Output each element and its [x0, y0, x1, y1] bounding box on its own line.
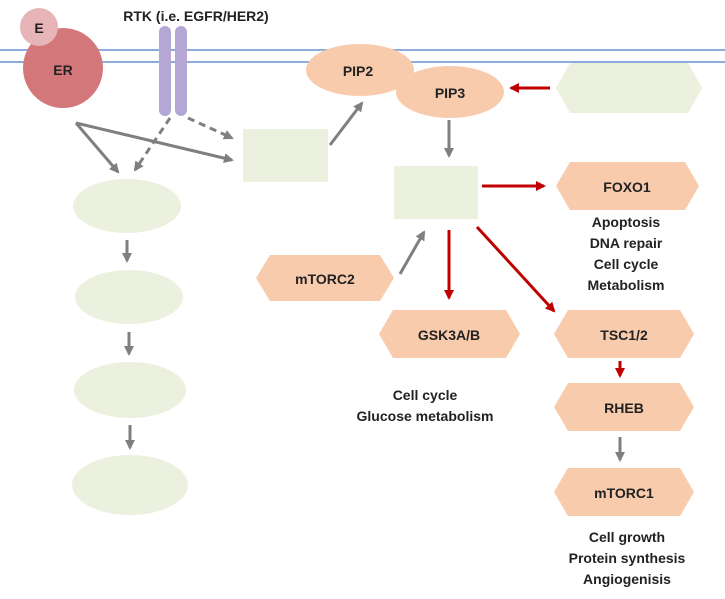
left-ellipse-2	[75, 270, 183, 324]
mtorc1-caption-1: Cell growth	[589, 529, 665, 545]
mtorc1-caption-3: Angiogenisis	[583, 571, 671, 587]
inhibition-arrows	[444, 83, 625, 378]
rtk-label: RTK (i.e. EGFR/HER2)	[123, 8, 268, 24]
er-receptor	[23, 28, 103, 108]
gsk3-label: GSK3A/B	[418, 327, 480, 343]
e-label: E	[34, 20, 43, 36]
pip3-label: PIP3	[435, 85, 466, 101]
arrow-rtk-to-pi3k	[187, 116, 234, 140]
foxo1-caption-1: Apoptosis	[592, 214, 661, 230]
mtorc2-node	[256, 255, 394, 301]
foxo1-node	[556, 162, 699, 210]
tsc-label: TSC1/2	[600, 327, 648, 343]
rheb-label: RHEB	[604, 400, 644, 416]
foxo1-label: FOXO1	[603, 179, 651, 195]
upstream-hexagon	[556, 63, 702, 113]
left-ellipse-4	[72, 455, 188, 515]
gsk3-caption-1: Cell cycle	[393, 387, 458, 403]
mtorc1-label: mTORC1	[594, 485, 654, 501]
rheb-node	[554, 383, 694, 431]
pi3k-box	[243, 129, 328, 182]
arrow-pi3k-to-pip2	[328, 101, 364, 146]
arrow-mtorc2-to-akt	[398, 230, 426, 275]
foxo1-caption-3: Cell cycle	[594, 256, 659, 272]
left-ellipse-3	[74, 362, 186, 418]
arrow-akt-to-tsc	[475, 225, 556, 313]
gsk3-node	[379, 310, 520, 358]
activation-arrows	[74, 101, 625, 462]
gsk3-caption-2: Glucose metabolism	[357, 408, 494, 424]
foxo1-caption-4: Metabolism	[587, 277, 664, 293]
akt-box	[394, 166, 478, 219]
arrow-rtk-to-ellipse1	[133, 117, 172, 172]
rtk-receptor	[159, 26, 187, 116]
mtorc2-label: mTORC2	[295, 271, 355, 287]
pip3-node	[396, 66, 504, 118]
pip2-node	[306, 44, 414, 96]
arrow-er-to-ellipse1	[74, 122, 120, 174]
mtorc1-caption-2: Protein synthesis	[569, 550, 686, 566]
mtorc1-node	[554, 468, 694, 516]
foxo1-caption-2: DNA repair	[590, 235, 663, 251]
er-label: ER	[53, 62, 72, 78]
pip2-label: PIP2	[343, 63, 374, 79]
tsc-node	[554, 310, 694, 358]
estrogen-ligand	[20, 8, 58, 46]
left-ellipse-1	[73, 179, 181, 233]
